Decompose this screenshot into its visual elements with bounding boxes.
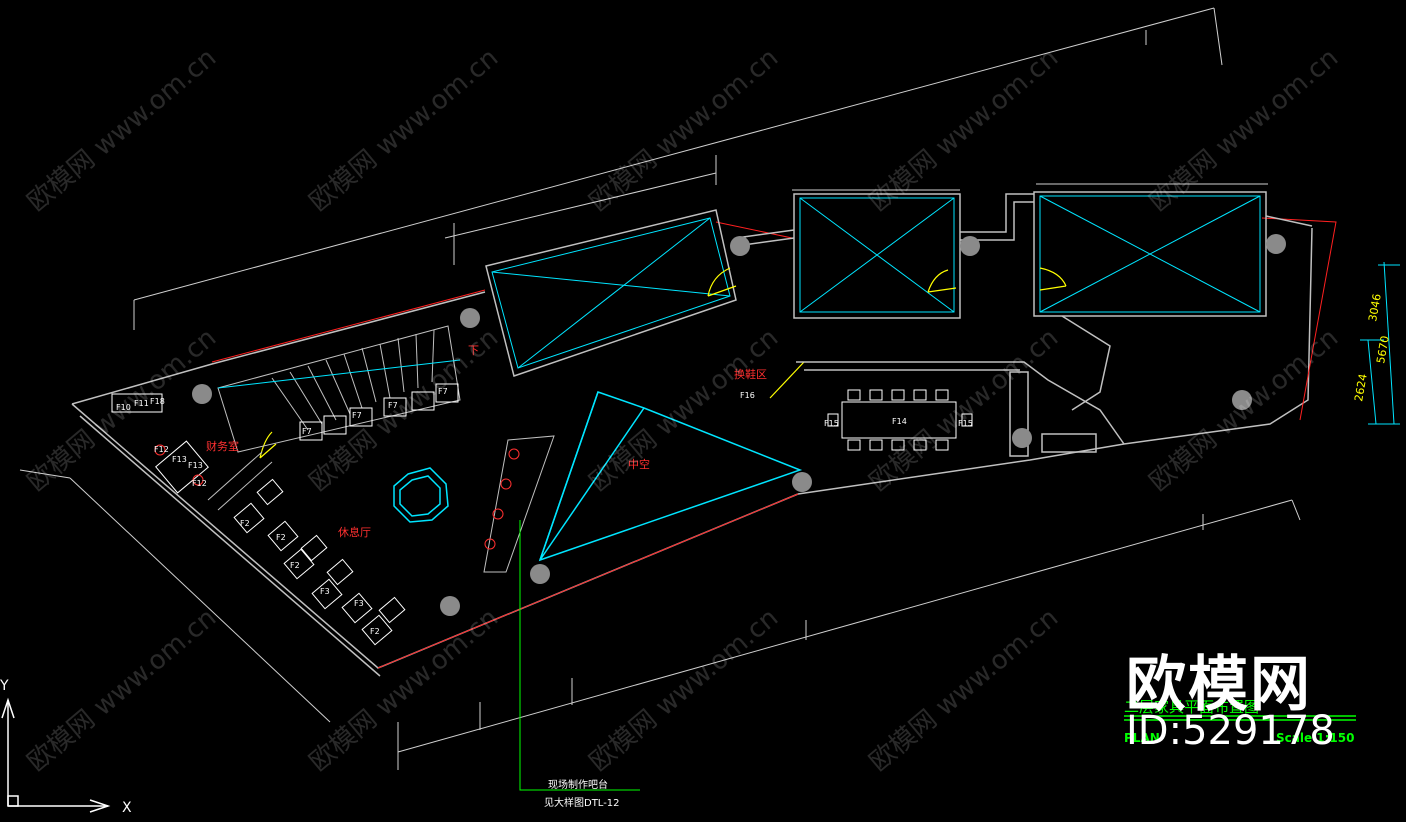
dim-3046: 3046 <box>1366 293 1384 323</box>
label-atrium: 中空 <box>628 457 650 471</box>
octagon-feature <box>393 467 449 523</box>
tag-f12a: F12 <box>154 445 169 454</box>
tag-f2b: F2 <box>290 561 300 570</box>
room-2 <box>793 193 961 319</box>
atrium-void <box>538 391 803 562</box>
tag-f14: F14 <box>892 417 907 426</box>
ucs-y-label: Y <box>0 678 9 694</box>
tag-f2a: F2 <box>240 519 250 528</box>
label-lounge: 休息厅 <box>338 525 371 539</box>
tag-f7b: F7 <box>352 411 362 420</box>
tag-f13a: F13 <box>172 455 187 464</box>
bar-counter <box>483 435 555 573</box>
structural-columns <box>192 234 1286 616</box>
tag-f11: F11 <box>134 399 149 408</box>
red-boundary <box>211 217 1337 669</box>
outer-walls <box>71 227 1313 677</box>
room-1 <box>485 209 737 377</box>
tag-f3b: F3 <box>354 599 364 608</box>
tag-f3a: F3 <box>320 587 330 596</box>
bar-note-line2: 见大样图DTL-12 <box>544 796 620 809</box>
bar-stools <box>154 444 520 550</box>
tag-f7a: F7 <box>302 427 312 436</box>
tag-f2d: F2 <box>276 533 286 542</box>
lounge-sofas <box>207 451 406 646</box>
model-id: ID:529178 <box>1126 708 1335 754</box>
label-finance-room: 财务室 <box>206 439 239 453</box>
tag-f2c: F2 <box>370 627 380 636</box>
meeting-chairs <box>827 389 973 451</box>
tag-f16: F16 <box>740 391 755 400</box>
label-stair-down: 下 <box>468 344 479 357</box>
title-block-lines <box>1124 715 1356 721</box>
ucs-icon <box>1 697 111 813</box>
tag-f12b: F12 <box>192 479 207 488</box>
tag-f7d: F7 <box>438 387 448 396</box>
tag-f18: F18 <box>150 397 165 406</box>
meeting-zone <box>796 315 1125 457</box>
label-shoe-area: 换鞋区 <box>734 367 767 381</box>
staircase <box>217 325 461 453</box>
tag-f13b: F13 <box>188 461 203 470</box>
brand-logo: 欧模网 <box>1126 650 1312 720</box>
tag-f15b: F15 <box>958 419 973 428</box>
top-dimension-lines <box>133 7 1268 330</box>
bottom-dimension-lines <box>19 469 1301 770</box>
dim-5670: 5670 <box>1374 335 1392 365</box>
connecting-walls <box>735 193 1313 247</box>
dim-2624: 2624 <box>1352 373 1370 403</box>
doors <box>259 267 1067 459</box>
bar-leader <box>519 520 640 791</box>
drawing-title: 二层家具平面布置图 <box>1124 698 1259 716</box>
scale-label: Scale 1:150 <box>1276 731 1354 745</box>
plan-label: PLAN <box>1124 731 1160 745</box>
tag-f7c: F7 <box>388 401 398 410</box>
ucs-x-label: X <box>122 800 132 816</box>
bar-note-line1: 现场制作吧台 <box>548 778 608 791</box>
right-dimension-lines <box>1360 261 1400 425</box>
room-3 <box>1033 191 1267 317</box>
tag-f10: F10 <box>116 403 131 412</box>
tag-f15a: F15 <box>824 419 839 428</box>
